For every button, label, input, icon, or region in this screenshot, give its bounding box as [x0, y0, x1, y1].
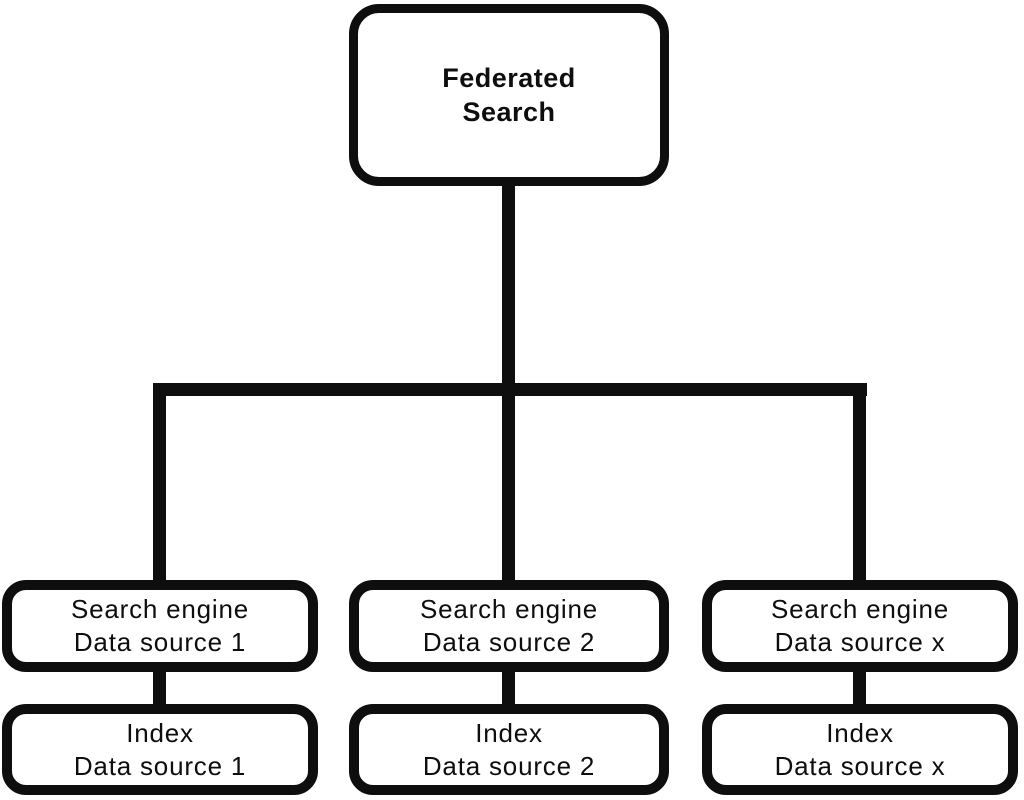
node-label-line: Data source 2: [422, 750, 596, 781]
node-label-line: Federated: [442, 63, 576, 93]
node-label-line: Search: [462, 97, 556, 127]
node-label-line: Data source x: [774, 750, 946, 781]
node-federated-search: Federated Search: [349, 4, 669, 186]
connector-drop-right: [853, 383, 866, 583]
node-index-2: Index Data source 2: [349, 704, 669, 795]
connector-engine-index-1: [153, 668, 166, 708]
node-search-engine-2: Search engine Data source 2: [349, 580, 669, 672]
connector-drop-left: [153, 383, 166, 583]
node-label-line: Search engine: [419, 594, 599, 624]
node-index-x: Index Data source x: [702, 704, 1018, 795]
node-label-line: Index: [126, 717, 194, 748]
node-label-line: Data source 1: [73, 627, 247, 657]
node-label-line: Data source 1: [73, 750, 247, 781]
node-label-line: Data source 2: [422, 627, 596, 657]
node-label-line: Search engine: [70, 594, 250, 624]
node-index-1: Index Data source 1: [2, 704, 318, 795]
connector-horizontal-bus: [153, 383, 867, 396]
connector-engine-index-2: [502, 668, 515, 708]
node-label-line: Search engine: [770, 594, 950, 624]
node-label-line: Data source x: [774, 627, 946, 657]
connector-engine-index-x: [853, 668, 866, 708]
node-label-line: Index: [826, 717, 894, 748]
node-label-line: Index: [475, 717, 543, 748]
node-search-engine-x: Search engine Data source x: [702, 580, 1018, 672]
node-search-engine-1: Search engine Data source 1: [2, 580, 318, 672]
